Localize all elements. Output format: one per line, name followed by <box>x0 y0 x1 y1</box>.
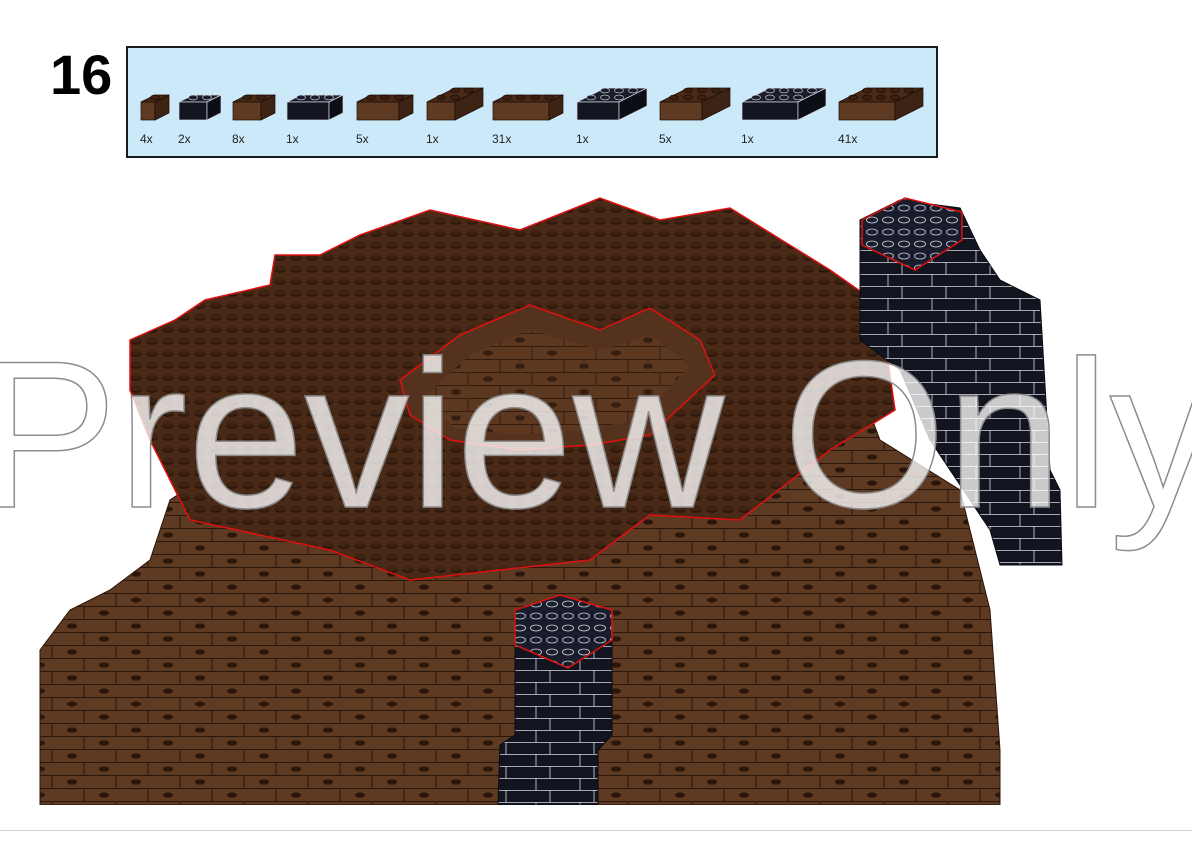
watermark-text: Preview Only <box>0 325 1192 552</box>
part-11-quantity: 41x <box>838 132 858 146</box>
part-5: 5x <box>356 62 414 156</box>
part-3: 8x <box>232 62 276 156</box>
part-9: 5x <box>659 62 731 156</box>
part-1-quantity: 4x <box>140 132 153 146</box>
part-2-brick-icon <box>178 94 222 121</box>
part-8: 1x <box>576 62 648 156</box>
part-3-quantity: 8x <box>232 132 245 146</box>
part-5-quantity: 5x <box>356 132 369 146</box>
black-tower-right <box>859 199 1063 566</box>
part-5-brick-icon <box>356 94 414 121</box>
part-7-brick-icon <box>492 94 564 121</box>
part-6-quantity: 1x <box>426 132 439 146</box>
part-10: 1x <box>741 62 827 156</box>
black-tower-right-top <box>861 197 963 271</box>
part-4-brick-icon <box>286 94 344 121</box>
step-number: 16 <box>50 43 113 106</box>
part-7: 31x <box>492 62 564 156</box>
part-11: 41x <box>838 62 924 156</box>
preview-only-watermark: Preview Only <box>0 325 1192 553</box>
part-8-brick-icon <box>576 87 648 121</box>
part-3-brick-icon <box>232 94 276 121</box>
model-illustration <box>39 197 1063 805</box>
part-2: 2x <box>178 62 222 156</box>
part-10-quantity: 1x <box>741 132 754 146</box>
part-2-quantity: 2x <box>178 132 191 146</box>
part-9-brick-icon <box>659 87 731 121</box>
part-9-quantity: 5x <box>659 132 672 146</box>
parts-list-panel: 4x 2x 8x 1x 5x 1x 31x 1x 5x 1x 41x <box>126 46 938 158</box>
part-7-quantity: 31x <box>492 132 512 146</box>
part-4: 1x <box>286 62 344 156</box>
part-6: 1x <box>426 62 484 156</box>
part-4-quantity: 1x <box>286 132 299 146</box>
part-1-brick-icon <box>140 94 170 121</box>
part-1: 4x <box>140 62 170 156</box>
part-8-quantity: 1x <box>576 132 589 146</box>
part-10-brick-icon <box>741 87 827 121</box>
part-11-brick-icon <box>838 87 924 121</box>
page-bottom-rule <box>0 830 1192 831</box>
black-pillar-center-top <box>514 594 613 669</box>
part-6-brick-icon <box>426 87 484 121</box>
